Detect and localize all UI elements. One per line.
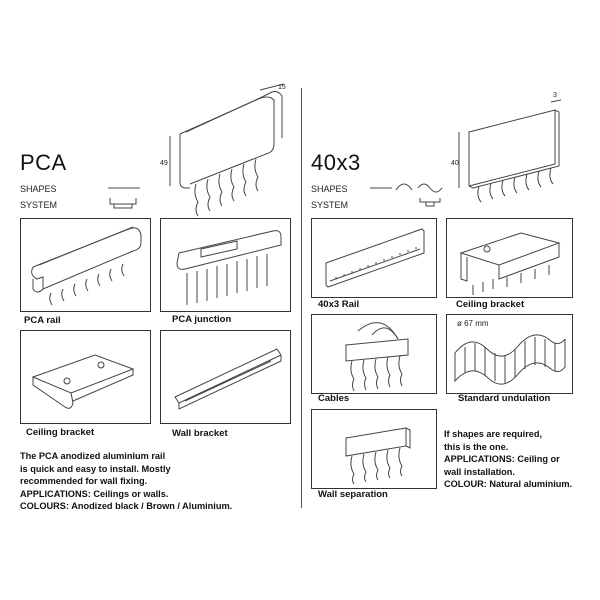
pca-wall-bracket-caption: Wall bracket bbox=[172, 428, 228, 439]
pca-rail-caption: PCA rail bbox=[24, 315, 61, 326]
flatbar-ceiling-bracket-drawing bbox=[459, 232, 561, 295]
flatbar-ceiling-bracket-caption: Ceiling bracket bbox=[456, 299, 525, 310]
pca-ceiling-bracket-drawing bbox=[31, 354, 135, 409]
flatbar-description-line: wall installation. bbox=[444, 466, 515, 477]
flatbar-rail-caption: 40x3 Rail bbox=[318, 299, 360, 310]
pca-junction-caption: PCA junction bbox=[172, 314, 232, 325]
pca-description-line: The PCA anodized aluminium rail bbox=[20, 451, 166, 461]
flatbar-shapes-label: SHAPES bbox=[311, 184, 348, 194]
flatbar-cables-drawing bbox=[345, 322, 409, 392]
column-divider bbox=[301, 88, 302, 508]
undulation-diameter-label: ø 67 mm bbox=[457, 319, 489, 328]
flatbar-cables-caption: Cables bbox=[318, 393, 350, 404]
pca-ceiling-bracket-panel bbox=[20, 330, 151, 424]
pca-shapes-label: SHAPES bbox=[20, 184, 57, 194]
pca-description-line: is quick and easy to install. Mostly bbox=[20, 463, 171, 474]
pca-description-line: APPLICATIONS: Ceilings or walls. bbox=[20, 488, 169, 499]
flatbar-undulation-panel: ø 67 mm bbox=[446, 314, 573, 394]
pca-rail-panel bbox=[20, 218, 151, 312]
flatbar-description: If shapes are required, this is the one.… bbox=[444, 428, 594, 491]
pca-description-line: COLOURS: Anodized black / Brown / Alumin… bbox=[20, 501, 233, 512]
flatbar-wall-separation-drawing bbox=[345, 427, 411, 485]
flatbar-cables-panel bbox=[311, 314, 437, 394]
pca-rail-drawing bbox=[31, 226, 142, 306]
flatbar-hero-drawing bbox=[458, 99, 562, 203]
flatbar-wall-separation-caption: Wall separation bbox=[318, 489, 388, 500]
pca-description-line: recommended for wall fixing. bbox=[20, 476, 148, 487]
flatbar-wall-separation-panel bbox=[311, 409, 437, 489]
pca-junction-panel bbox=[160, 218, 291, 312]
flatbar-undulation-caption: Standard undulation bbox=[458, 393, 551, 404]
flatbar-depth-dimension: 3 bbox=[553, 92, 557, 99]
pca-title: PCA bbox=[20, 150, 67, 175]
pca-system-label: SYSTEM bbox=[20, 200, 58, 210]
pca-rail-hero-drawing bbox=[169, 83, 285, 217]
flatbar-description-line: COLOUR: Natural aluminium. bbox=[444, 479, 573, 490]
flatbar-description-line: this is the one. bbox=[444, 441, 509, 452]
flatbar-system-label: SYSTEM bbox=[311, 200, 349, 210]
flatbar-rail-drawing bbox=[325, 228, 425, 288]
flatbar-title: 40x3 bbox=[311, 150, 361, 175]
pca-wall-bracket-panel bbox=[160, 330, 291, 424]
flatbar-height-dimension: 40 bbox=[451, 160, 459, 167]
pca-ceiling-bracket-caption: Ceiling bracket bbox=[26, 427, 95, 438]
flatbar-ceiling-bracket-panel bbox=[446, 218, 573, 298]
flatbar-description-line: If shapes are required, bbox=[444, 429, 543, 439]
pca-junction-drawing bbox=[176, 230, 282, 305]
pca-wall-bracket-drawing bbox=[174, 348, 282, 410]
flatbar-description-line: APPLICATIONS: Ceiling or bbox=[444, 454, 560, 465]
flatbar-undulation-drawing bbox=[454, 334, 566, 385]
pca-description: The PCA anodized aluminium rail is quick… bbox=[20, 450, 295, 513]
flatbar-rail-panel bbox=[311, 218, 437, 298]
pca-depth-dimension: 15 bbox=[278, 84, 286, 91]
pca-height-dimension: 49 bbox=[160, 160, 168, 167]
